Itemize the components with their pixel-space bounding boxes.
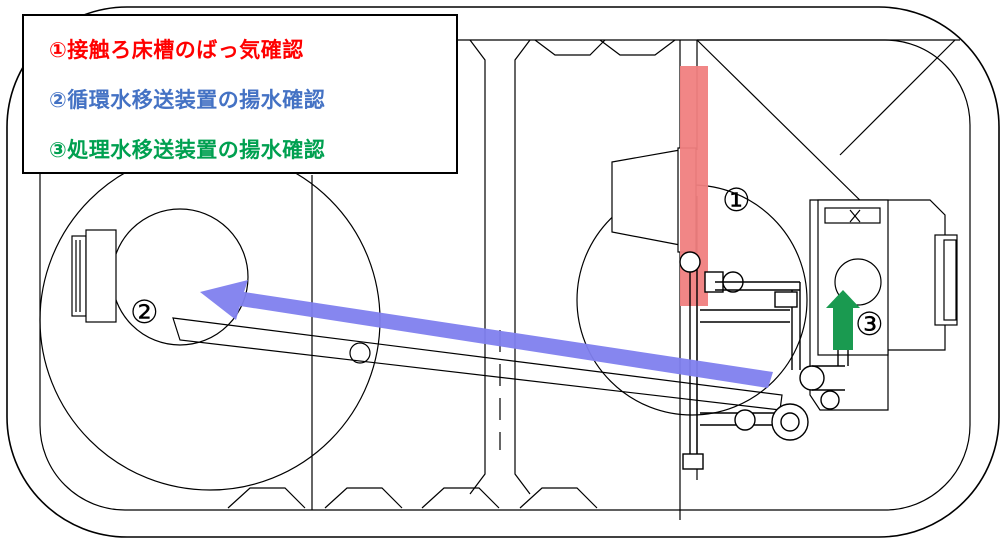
circulation-flow-arrow xyxy=(200,280,773,388)
marker-aeration: ① xyxy=(722,181,751,219)
outlet-box xyxy=(809,199,958,411)
legend-item-aeration: ①接触ろ床槽のばっ気確認 xyxy=(49,38,304,62)
treated-water-flow-arrow xyxy=(826,290,860,350)
tank-inner-outline xyxy=(39,39,971,511)
tank-outer-outline xyxy=(6,6,1000,538)
pump-piping xyxy=(679,251,849,470)
legend-item-circulation: ②循環水移送装置の揚水確認 xyxy=(49,88,326,112)
bottom-ribs xyxy=(227,39,676,509)
left-small-hole xyxy=(349,342,371,364)
legend-item-treated-water: ③処理水移送装置の揚水確認 xyxy=(49,138,326,162)
legend-box: ①接触ろ床槽のばっ気確認 ②循環水移送装置の揚水確認 ③処理水移送装置の揚水確認 xyxy=(22,14,458,174)
marker-treated-water: ③ xyxy=(855,305,884,343)
marker-circulation: ② xyxy=(130,293,159,331)
inlet-pipe xyxy=(71,229,117,323)
cross-lines xyxy=(696,39,960,216)
